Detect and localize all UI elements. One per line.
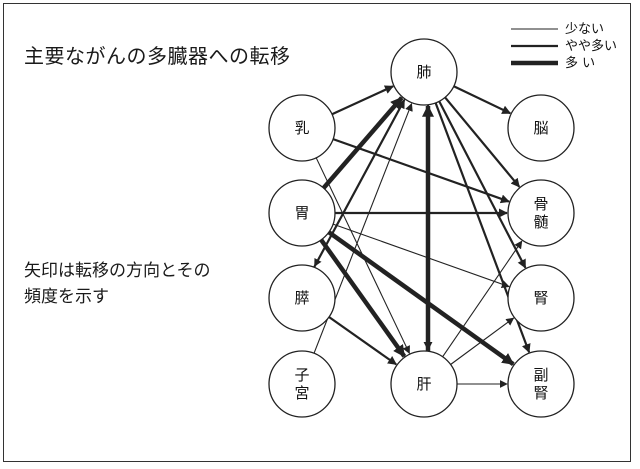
node-circle-liver (390, 350, 458, 418)
edge-stomach-to-lung (321, 96, 404, 190)
edge-group (313, 85, 531, 388)
node-label-breast: 乳 (294, 119, 309, 137)
legend-label-low: 少ない (565, 22, 604, 37)
diagram-caption: 矢印は転移の方向とその 頻度を示す (24, 258, 234, 310)
edge-lung-to-kidney (438, 100, 527, 269)
node-label-uterus: 子 (294, 366, 309, 384)
node-circle-pancreas (268, 264, 336, 332)
edge-stomach-to-kidney (332, 223, 510, 288)
legend-label-high: 多 い (565, 55, 595, 71)
node-label-liver: 肝 (416, 375, 431, 393)
edge-pancreas-to-liver (328, 316, 397, 366)
node-circle-uterus (268, 350, 336, 418)
edge-breast-to-lung (331, 85, 394, 116)
node-label-lung: 肺 (416, 63, 431, 81)
node-bone: 骨髄 (507, 179, 575, 247)
node-pancreas: 膵 (268, 264, 336, 332)
node-label-uterus: 宮 (294, 384, 309, 402)
slide-frame (3, 3, 631, 462)
node-brain: 脳 (507, 94, 575, 162)
diagram-title: 主要ながんの多臓器への転移 (24, 44, 291, 68)
caption-line-2: 頻度を示す (24, 287, 109, 307)
node-circle-bone (507, 179, 575, 247)
node-label-bone: 髄 (533, 213, 548, 231)
node-label-stomach: 胃 (294, 204, 309, 222)
node-lung: 肺 (390, 38, 458, 106)
node-liver: 肝 (390, 350, 458, 418)
node-label-kidney: 腎 (533, 289, 548, 307)
edge-liver-to-kidney (450, 317, 515, 365)
node-uterus: 子宮 (268, 350, 336, 418)
node-circle-lung (390, 38, 458, 106)
node-circle-breast (268, 94, 336, 162)
edge-lung-to-pancreas (314, 98, 406, 267)
node-label-bone: 骨 (533, 195, 548, 213)
legend-label-mid: やや多い (565, 38, 617, 54)
node-circle-stomach (268, 179, 336, 247)
node-label-adrenal: 副 (533, 366, 548, 384)
node-stomach: 胃 (268, 179, 336, 247)
node-adrenal: 副腎 (507, 350, 575, 418)
node-circle-kidney (507, 264, 575, 332)
edge-stomach-to-adrenal (327, 230, 515, 367)
edge-breast-to-bone (332, 138, 510, 204)
node-breast: 乳 (268, 94, 336, 162)
node-label-adrenal: 腎 (533, 384, 548, 402)
caption-line-1: 矢印は転移の方向とその (24, 261, 211, 281)
edge-lung-to-brain (453, 85, 512, 115)
edge-stomach-to-liver (319, 238, 407, 358)
node-circle-adrenal (507, 350, 575, 418)
node-group: 肺乳胃膵子宮肝脳骨髄腎副腎 (268, 38, 575, 418)
node-label-pancreas: 膵 (294, 289, 309, 307)
edge-liver-to-bone (442, 240, 523, 358)
node-label-brain: 脳 (533, 119, 548, 137)
node-kidney: 腎 (507, 264, 575, 332)
edge-lung-to-bone (444, 96, 521, 188)
node-circle-brain (507, 94, 575, 162)
